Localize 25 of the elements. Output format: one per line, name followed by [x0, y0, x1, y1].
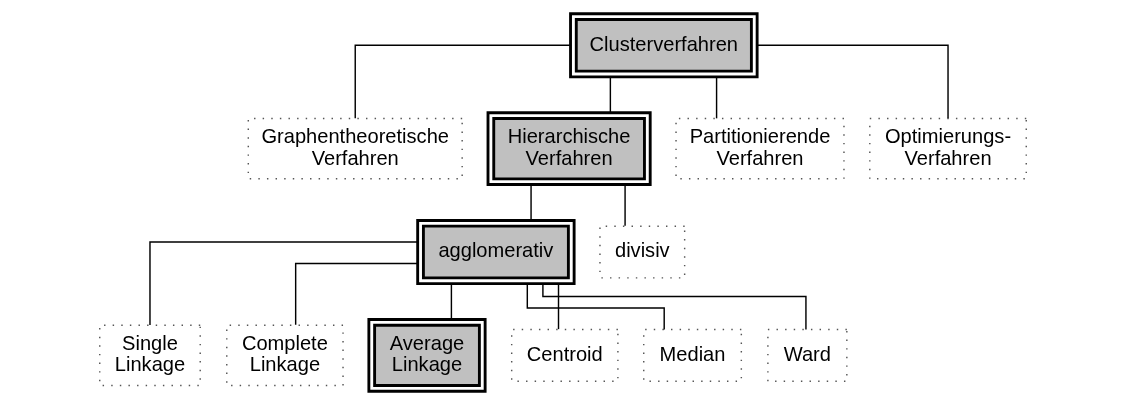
node-box: Partitionierende Verfahren	[674, 117, 845, 180]
connector	[294, 262, 418, 326]
node-box: divisiv	[598, 225, 685, 279]
node-box: agglomerativ	[415, 219, 576, 286]
node-box: Single Linkage	[98, 324, 201, 387]
node-box: Graphentheoretische Verfahren	[247, 117, 463, 180]
connector	[623, 184, 626, 227]
node-box: Hierarchische Verfahren	[486, 111, 652, 186]
connector	[148, 241, 418, 326]
connector	[557, 283, 559, 330]
node-box: Ward	[766, 328, 848, 382]
connector	[756, 44, 949, 119]
node-box: Median	[642, 328, 742, 382]
node-box: Clusterverfahren	[568, 12, 759, 79]
connector	[541, 283, 807, 331]
node-box: Complete Linkage	[225, 324, 344, 387]
connector	[609, 76, 611, 114]
connector	[450, 283, 452, 320]
connector	[529, 184, 532, 221]
connector	[526, 283, 665, 331]
node-box: Average Linkage	[366, 318, 487, 393]
node-box: Optimierungs- Verfahren	[868, 117, 1027, 180]
connector	[354, 44, 571, 119]
node-box: Centroid	[510, 328, 619, 382]
connector	[715, 76, 717, 120]
